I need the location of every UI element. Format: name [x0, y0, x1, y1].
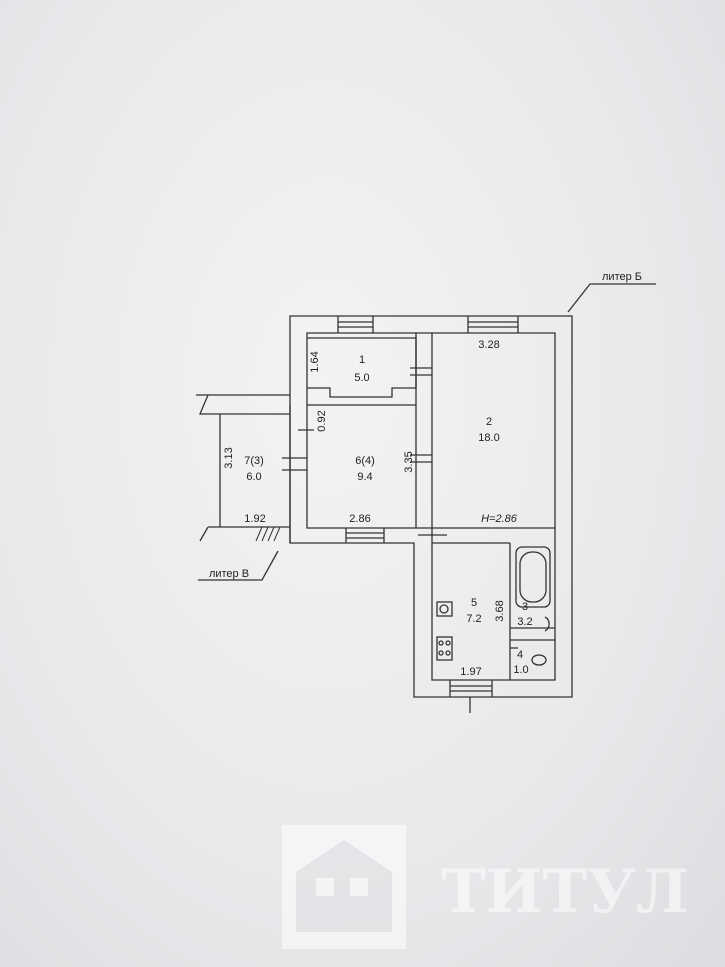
dim-room5-height: 3.68: [494, 600, 506, 621]
porch-walls: [196, 394, 290, 542]
stove-icon: [436, 636, 453, 661]
room5-number: 5: [471, 597, 477, 609]
room2-number: 2: [486, 416, 492, 428]
room3-area: 3.2: [517, 616, 532, 628]
room6-area: 9.4: [357, 471, 372, 483]
room2-wall: [415, 333, 433, 528]
dim-room1-height: 1.64: [309, 351, 321, 372]
room7-area: 6.0: [246, 471, 261, 483]
liter-v-label: литер В: [209, 568, 249, 580]
window-room6: [345, 528, 385, 543]
room3-number: 3: [522, 601, 528, 613]
house-logo-icon: [282, 825, 406, 949]
room4-area: 1.0: [513, 664, 528, 676]
washbasin-icon: [544, 616, 550, 632]
dim-room6-height: 3.35: [403, 451, 415, 472]
divider-wall: [432, 527, 555, 544]
window-room1: [337, 316, 374, 333]
dim-room2-width: 3.28: [478, 339, 499, 351]
sink-icon: [436, 601, 453, 617]
window-room2: [467, 316, 519, 333]
watermark: ТИТУЛ: [282, 825, 689, 949]
door-ticks: [282, 367, 518, 649]
room6-wall: [289, 404, 416, 543]
room1-number: 1: [359, 354, 365, 366]
toilet-icon: [531, 654, 547, 666]
room1-area: 5.0: [354, 372, 369, 384]
liter-b-label: литер Б: [602, 271, 642, 283]
dim-room7-height: 3.13: [223, 447, 235, 468]
window-kitchen: [449, 680, 493, 697]
room5-area: 7.2: [466, 613, 481, 625]
room4-number: 4: [517, 649, 523, 661]
outer-wall-inner: [306, 332, 556, 681]
room6-number: 6(4): [355, 455, 375, 467]
dim-room7-width: 1.92: [244, 513, 265, 525]
dim-room6-wall: 0.92: [316, 410, 328, 431]
dim-room5-width: 1.97: [460, 666, 481, 678]
watermark-text: ТИТУЛ: [441, 857, 689, 927]
room7-number: 7(3): [244, 455, 264, 467]
room1-walls: [307, 337, 417, 398]
height-note: H=2.86: [481, 513, 518, 525]
liter-v-leader: [198, 550, 279, 581]
liter-b-leader: [567, 283, 656, 313]
room2-area: 18.0: [478, 432, 499, 444]
bathtub-icon: [515, 546, 551, 608]
porch-hatch: [255, 526, 281, 542]
dim-room6-width: 2.86: [349, 513, 370, 525]
